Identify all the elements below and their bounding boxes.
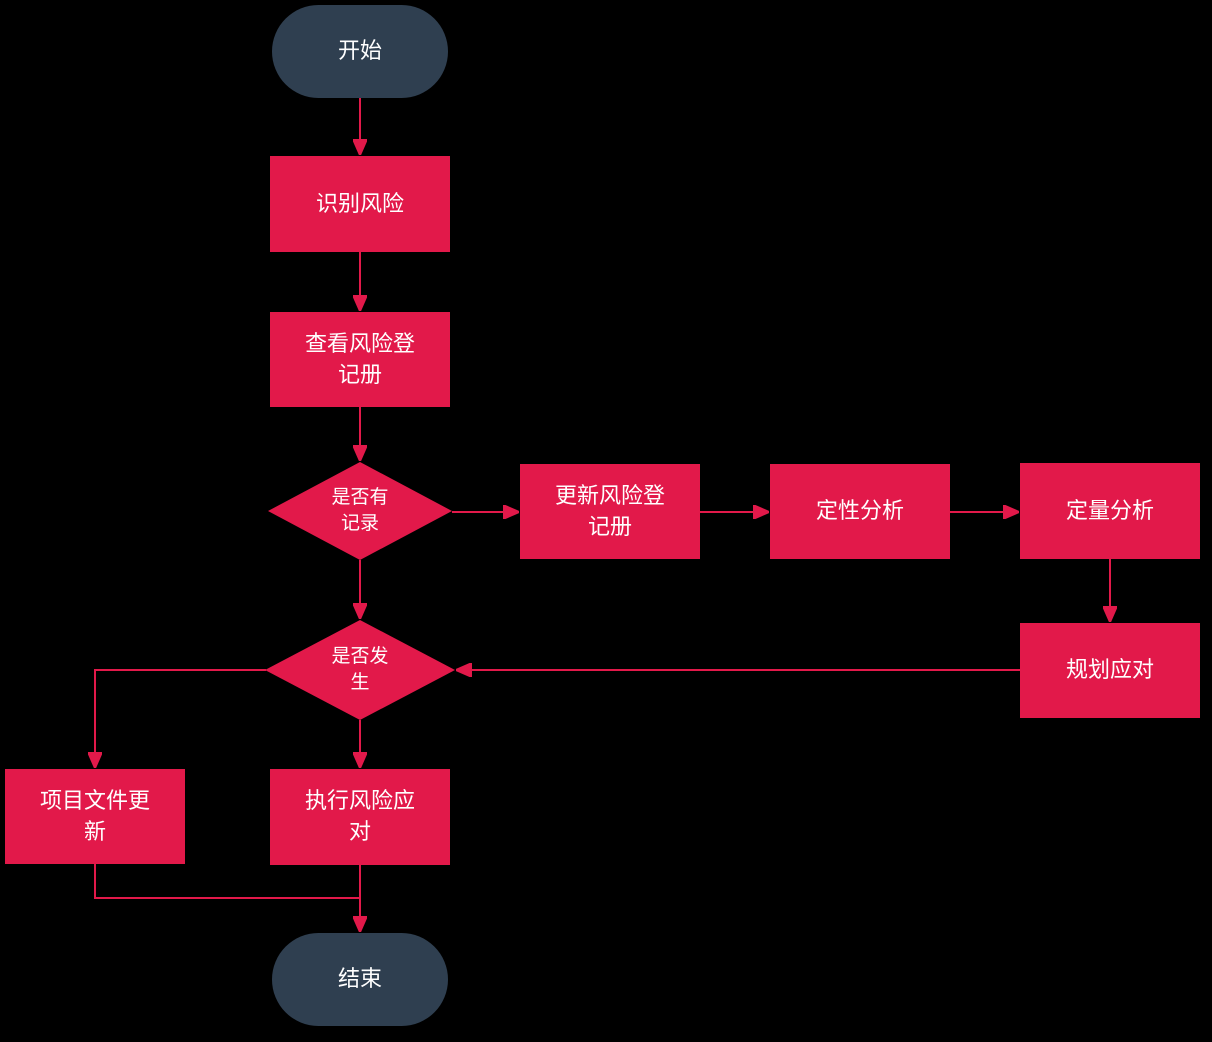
node-start-label: 开始 [337,38,382,64]
node-check-register: 查看风险登 记册 [270,312,450,407]
node-identify-risk: 识别风险 [270,156,450,252]
node-update-register: 更新风险登 记册 [520,464,700,559]
node-update-register-label: 更新风险登 记册 [554,482,665,539]
node-execute-response: 执行风险应 对 [270,769,450,865]
node-occurred-label: 是否发 生 [331,646,389,693]
node-identify-risk-label: 识别风险 [315,190,404,216]
node-project-docs-update-label: 项目文件更 新 [39,787,150,844]
node-start: 开始 [272,5,448,98]
edge-project-docs-update-to-end [94,864,359,899]
node-check-register-label: 查看风险登 记册 [304,330,415,387]
node-plan-response: 规划应对 [1020,623,1200,718]
node-execute-response-label: 执行风险应 对 [304,788,415,844]
node-end-label: 结束 [337,966,382,992]
node-quantitative-analysis: 定量分析 [1020,463,1200,559]
node-project-docs-update: 项目文件更 新 [5,769,185,864]
node-qualitative-analysis-label: 定性分析 [815,498,904,524]
node-end: 结束 [272,933,448,1026]
edge-occurred-to-project-docs-update [95,669,266,767]
node-qualitative-analysis: 定性分析 [770,464,950,559]
node-quantitative-analysis-label: 定量分析 [1065,497,1154,523]
node-has-record-label: 是否有 记录 [331,487,389,534]
node-plan-response-label: 规划应对 [1065,657,1154,683]
